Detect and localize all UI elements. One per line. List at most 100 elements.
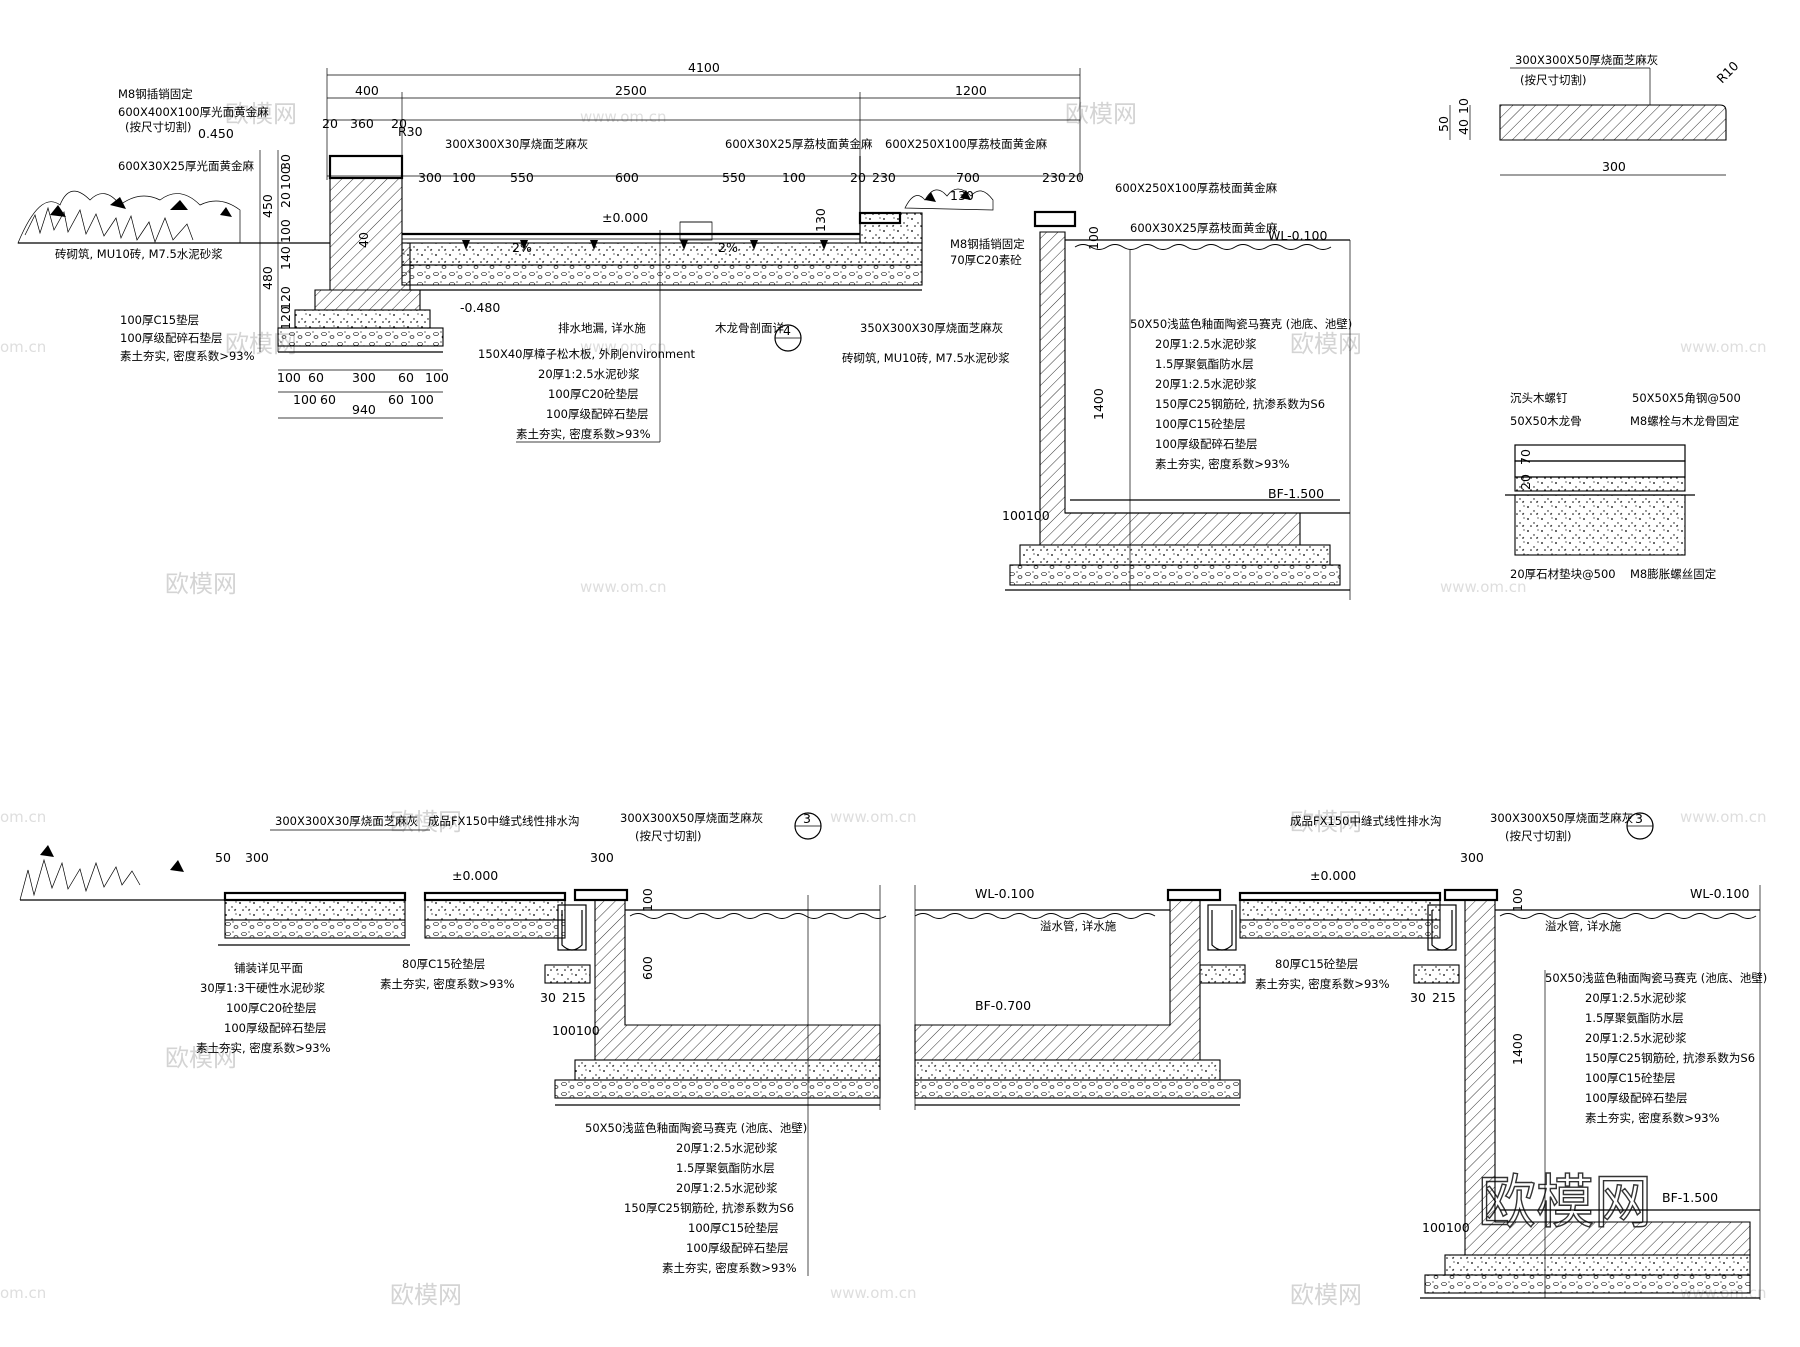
svg-text:R10: R10 bbox=[1714, 58, 1742, 86]
svg-text:70: 70 bbox=[1518, 449, 1533, 465]
svg-text:40: 40 bbox=[1456, 119, 1471, 135]
notes-left: 铺装详见平面 30厚1:3干硬性水泥砂浆 100厚C20砼垫层 100厚级配碎石… bbox=[196, 961, 331, 1055]
svg-text:素土夯实, 密度系数>93%: 素土夯实, 密度系数>93% bbox=[516, 427, 651, 441]
svg-text:2%: 2% bbox=[512, 240, 532, 255]
watermark-url: www.om.cn bbox=[580, 578, 667, 596]
svg-text:(按尺寸切割): (按尺寸切割) bbox=[1520, 73, 1586, 87]
watermark-url: www.om.cn bbox=[580, 338, 667, 356]
svg-text:20: 20 bbox=[322, 116, 338, 131]
svg-text:940: 940 bbox=[352, 402, 376, 417]
svg-text:50: 50 bbox=[1436, 116, 1451, 132]
svg-text:素土夯实, 密度系数>93%: 素土夯实, 密度系数>93% bbox=[1155, 457, 1290, 471]
watermark-url: www.om.cn bbox=[830, 1284, 917, 1302]
svg-text:300: 300 bbox=[1460, 850, 1484, 865]
level-mark: ±0.000 bbox=[1310, 868, 1356, 883]
svg-text:300: 300 bbox=[352, 370, 376, 385]
svg-text:600X30X25厚光面黄金麻: 600X30X25厚光面黄金麻 bbox=[118, 159, 254, 173]
svg-text:素土夯实, 密度系数>93%: 素土夯实, 密度系数>93% bbox=[662, 1261, 797, 1275]
svg-text:100厚C15砼垫层: 100厚C15砼垫层 bbox=[1155, 417, 1246, 431]
svg-text:360: 360 bbox=[350, 116, 374, 131]
dim-mid: 2500 bbox=[615, 83, 647, 98]
keel-supports bbox=[462, 240, 828, 250]
svg-text:600: 600 bbox=[615, 170, 639, 185]
svg-text:素土夯实, 密度系数>93%: 素土夯实, 密度系数>93% bbox=[1585, 1111, 1720, 1125]
svg-text:600X250X100厚荔枝面黄金麻: 600X250X100厚荔枝面黄金麻 bbox=[1115, 181, 1278, 195]
level-mark: 0.450 bbox=[198, 126, 234, 141]
svg-text:100厚C20砼垫层: 100厚C20砼垫层 bbox=[226, 1001, 317, 1015]
svg-text:100厚级配碎石垫层: 100厚级配碎石垫层 bbox=[686, 1241, 788, 1255]
notes-right-top: 600X250X100厚荔枝面黄金麻 600X30X25厚荔枝面黄金麻 M8钢插… bbox=[950, 181, 1278, 267]
watermark-url: www.om.cn bbox=[1680, 338, 1767, 356]
svg-text:10: 10 bbox=[1456, 98, 1471, 114]
svg-text:素土夯实, 密度系数>93%: 素土夯实, 密度系数>93% bbox=[380, 977, 515, 991]
svg-text:50: 50 bbox=[215, 850, 231, 865]
detail-keel: 沉头木螺钉 50X50X5角钢@500 50X50木龙骨 M8螺栓与木龙骨固定 … bbox=[1505, 391, 1741, 581]
section-c: WL-0.100 BF-0.700 溢水管, 详水施 bbox=[914, 885, 1246, 1110]
svg-text:600X400X100厚光面黄金麻: 600X400X100厚光面黄金麻 bbox=[118, 105, 269, 119]
svg-text:300X300X50厚烧面芝麻灰: 300X300X50厚烧面芝麻灰 bbox=[1515, 53, 1658, 67]
svg-text:30: 30 bbox=[1410, 990, 1426, 1005]
svg-text:素土夯实, 密度系数>93%: 素土夯实, 密度系数>93% bbox=[1255, 977, 1390, 991]
svg-text:100: 100 bbox=[278, 166, 293, 190]
svg-text:20厚1:2.5水泥砂浆: 20厚1:2.5水泥砂浆 bbox=[676, 1181, 778, 1195]
svg-text:20厚1:2.5水泥砂浆: 20厚1:2.5水泥砂浆 bbox=[1155, 377, 1257, 391]
watermark-url: www.om.cn bbox=[830, 808, 917, 826]
svg-text:排水地漏, 详水施: 排水地漏, 详水施 bbox=[558, 321, 646, 335]
svg-text:150厚C25钢筋砼, 抗渗系数为S6: 150厚C25钢筋砼, 抗渗系数为S6 bbox=[1155, 397, 1325, 411]
svg-text:70厚C20素砼: 70厚C20素砼 bbox=[950, 253, 1022, 267]
svg-text:100: 100 bbox=[278, 219, 293, 243]
watermark-brand: 欧模网 bbox=[1065, 100, 1137, 128]
svg-text:铺装详见平面: 铺装详见平面 bbox=[234, 961, 303, 975]
svg-text:1.5厚聚氨酯防水层: 1.5厚聚氨酯防水层 bbox=[1585, 1011, 1684, 1025]
svg-text:20厚1:2.5水泥砂浆: 20厚1:2.5水泥砂浆 bbox=[676, 1141, 778, 1155]
watermark-brand: 欧模网 bbox=[1290, 1281, 1362, 1309]
svg-text:1400: 1400 bbox=[1091, 388, 1106, 420]
svg-text:100: 100 bbox=[1510, 888, 1525, 912]
svg-text:100100: 100100 bbox=[552, 1023, 600, 1038]
svg-text:素土夯实, 密度系数>93%: 素土夯实, 密度系数>93% bbox=[196, 1041, 331, 1055]
watermark-url: www.om.cn bbox=[580, 108, 667, 126]
note: 600X30X25厚荔枝面黄金麻 bbox=[725, 137, 873, 151]
svg-text:(按尺寸切割): (按尺寸切割) bbox=[125, 120, 191, 134]
svg-text:20: 20 bbox=[1068, 170, 1084, 185]
watermark-url: www.om.cn bbox=[1440, 578, 1527, 596]
watermark-brand: 欧模网 bbox=[1290, 330, 1362, 358]
svg-text:300: 300 bbox=[590, 850, 614, 865]
svg-text:60: 60 bbox=[320, 392, 336, 407]
svg-text:1.5厚聚氨酯防水层: 1.5厚聚氨酯防水层 bbox=[676, 1161, 775, 1175]
svg-text:300: 300 bbox=[245, 850, 269, 865]
level-mark: WL-0.100 bbox=[1268, 228, 1327, 243]
svg-text:1.5厚聚氨酯防水层: 1.5厚聚氨酯防水层 bbox=[1155, 357, 1254, 371]
svg-text:20厚1:2.5水泥砂浆: 20厚1:2.5水泥砂浆 bbox=[1585, 991, 1687, 1005]
svg-text:60: 60 bbox=[398, 370, 414, 385]
svg-text:300X300X50厚烧面芝麻灰: 300X300X50厚烧面芝麻灰 bbox=[1490, 811, 1633, 825]
svg-text:150X40厚樟子松木板, 外刷environment: 150X40厚樟子松木板, 外刷environment bbox=[478, 347, 696, 361]
shrub-icon bbox=[19, 845, 184, 901]
level-mark: -0.480 bbox=[460, 300, 500, 315]
svg-text:20厚石材垫块@500: 20厚石材垫块@500 bbox=[1510, 567, 1616, 581]
svg-text:30厚1:3干硬性水泥砂浆: 30厚1:3干硬性水泥砂浆 bbox=[200, 981, 326, 995]
svg-text:230: 230 bbox=[1042, 170, 1066, 185]
c20-slab bbox=[401, 242, 923, 266]
svg-text:100100: 100100 bbox=[1002, 508, 1050, 523]
svg-text:成品FX150中缝式线性排水沟: 成品FX150中缝式线性排水沟 bbox=[428, 814, 579, 828]
deck-gravel bbox=[401, 264, 923, 286]
svg-text:M8钢插销固定: M8钢插销固定 bbox=[118, 87, 193, 101]
note: 350X300X30厚烧面芝麻灰 bbox=[860, 321, 1003, 335]
svg-text:20厚1:2.5水泥砂浆: 20厚1:2.5水泥砂浆 bbox=[1155, 337, 1257, 351]
svg-text:230: 230 bbox=[872, 170, 896, 185]
svg-text:300X300X30厚烧面芝麻灰: 300X300X30厚烧面芝麻灰 bbox=[275, 814, 418, 828]
svg-text:100: 100 bbox=[410, 392, 434, 407]
shrub-icon bbox=[17, 190, 241, 244]
note: 300X300X30厚烧面芝麻灰 bbox=[445, 137, 588, 151]
level-mark: BF-1.500 bbox=[1662, 1190, 1718, 1205]
level-mark: BF-1.500 bbox=[1268, 486, 1324, 501]
svg-text:溢水管, 详水施: 溢水管, 详水施 bbox=[1040, 919, 1117, 933]
svg-text:140: 140 bbox=[278, 246, 293, 270]
svg-text:30: 30 bbox=[278, 154, 293, 170]
svg-text:100: 100 bbox=[293, 392, 317, 407]
note: 砖砌筑, MU10砖, M7.5水泥砂浆 bbox=[842, 351, 1010, 365]
svg-text:20厚1:2.5水泥砂浆: 20厚1:2.5水泥砂浆 bbox=[538, 367, 640, 381]
watermark-url: www.om.cn bbox=[1680, 808, 1767, 826]
